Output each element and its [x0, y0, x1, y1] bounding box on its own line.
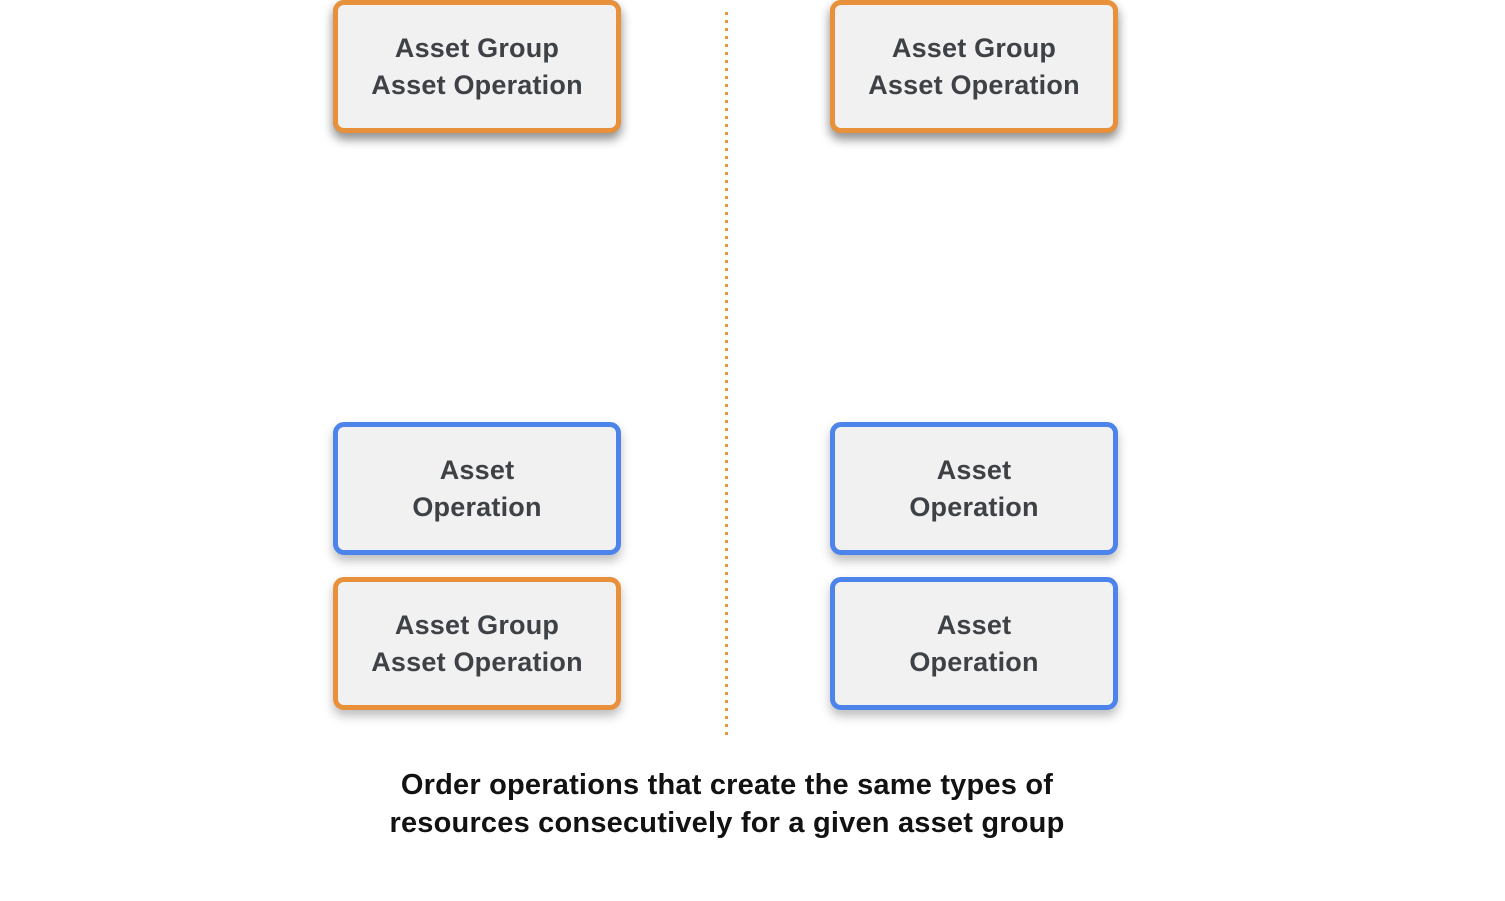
caption: Order operations that create the same ty… [389, 769, 1065, 839]
operation-box: Asset Operation [830, 422, 1118, 555]
operation-box: Asset Group Asset Operation [830, 0, 1118, 133]
succeed-column: Request will succeed Asset Operation Ass… [830, 0, 1118, 740]
dotted-divider [725, 12, 728, 738]
fail-column: Request will fail Asset Operation Asset … [333, 0, 621, 740]
operation-box: Asset Group Asset Operation [333, 0, 621, 133]
operation-box: Asset Operation [830, 577, 1118, 710]
operation-box: Asset Operation [333, 422, 621, 555]
operation-box: Asset Group Asset Operation [333, 577, 621, 710]
